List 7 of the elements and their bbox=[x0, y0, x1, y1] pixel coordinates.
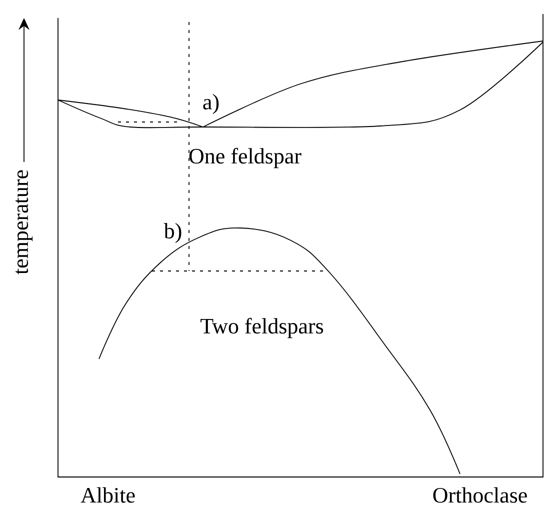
axis-label: Orthoclase bbox=[433, 487, 527, 503]
point-label: b) bbox=[164, 223, 182, 243]
region-label: One feldspar bbox=[189, 148, 302, 168]
axis-label: Albite bbox=[80, 487, 135, 503]
region-label: Two feldspars bbox=[200, 318, 324, 338]
point-label: a) bbox=[203, 94, 219, 114]
axis-label: temperature bbox=[15, 170, 33, 274]
